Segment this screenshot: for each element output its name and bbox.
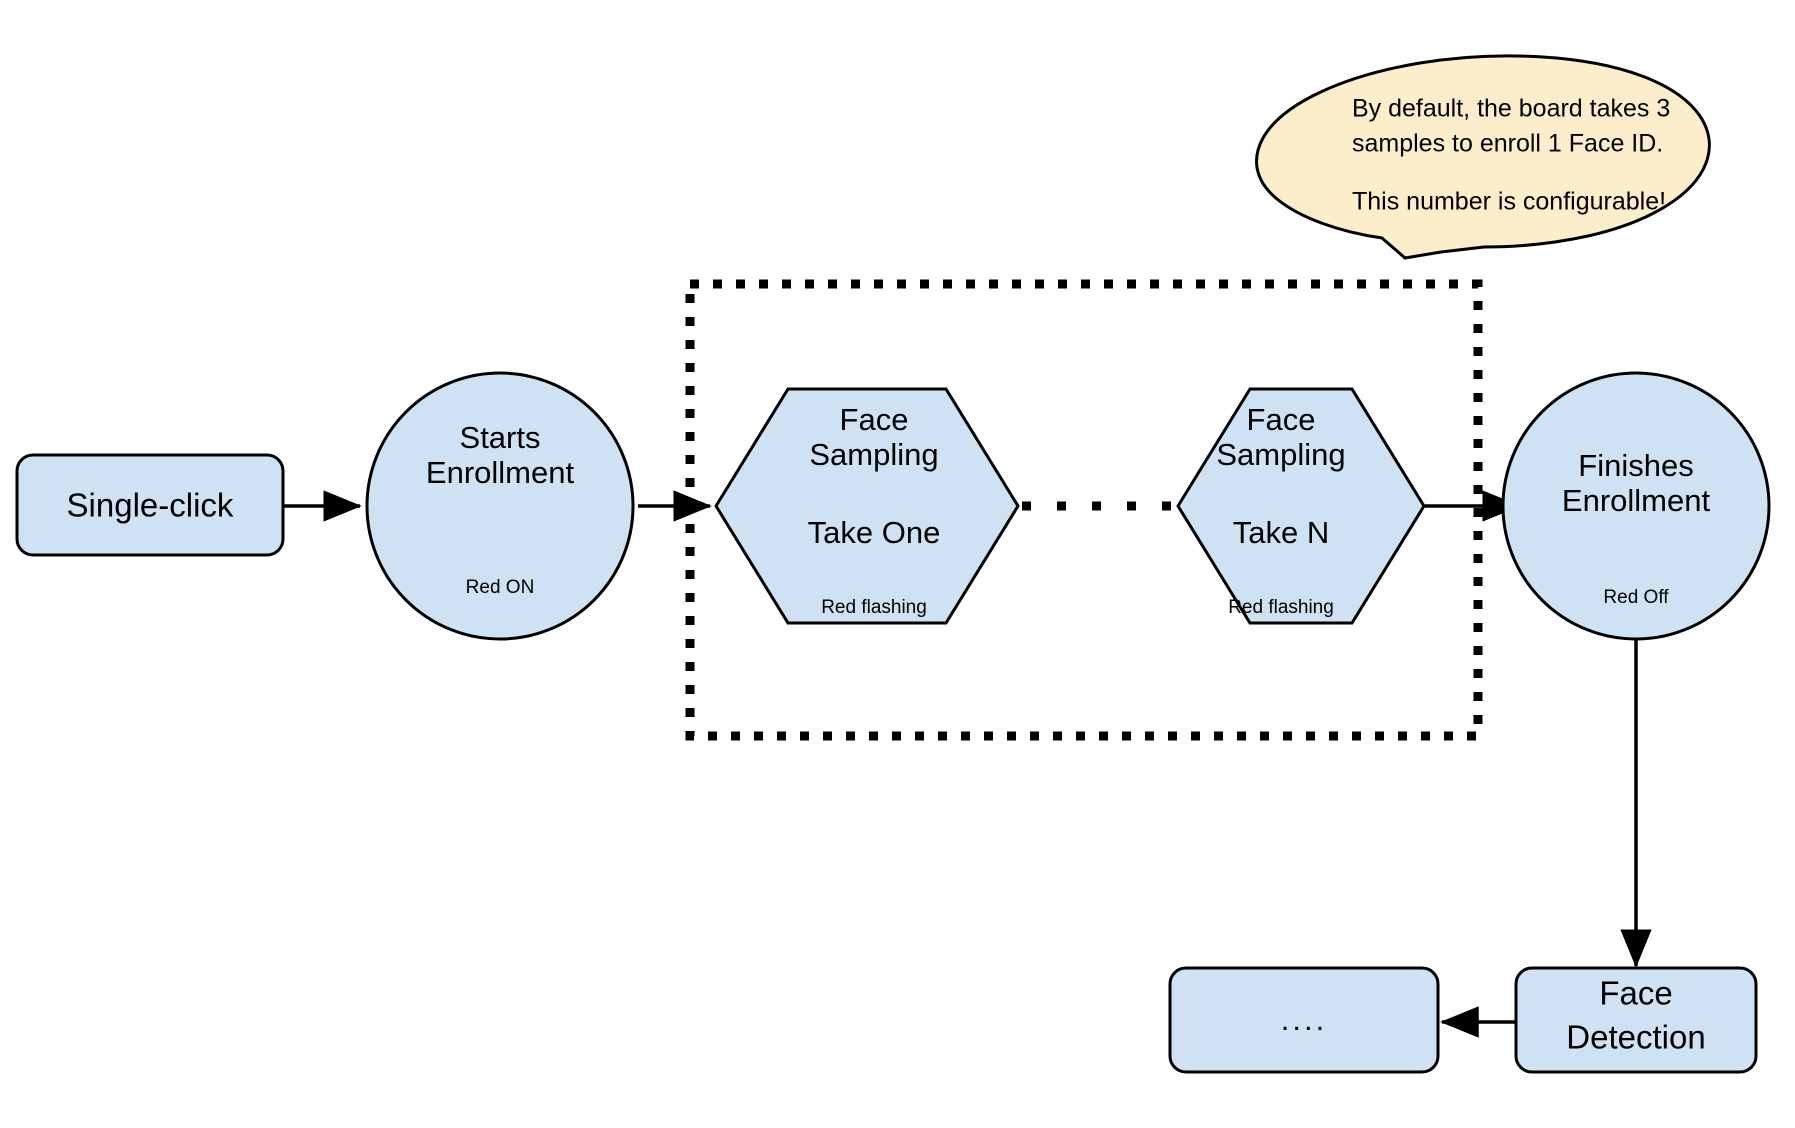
- face-sampling-one-status: Red flashing: [821, 597, 927, 618]
- node-finishes-enrollment[interactable]: Finishes Enrollment Red Off: [1501, 371, 1771, 641]
- callout-line3: This number is configurable!: [1352, 188, 1666, 216]
- face-sampling-one-line2: Sampling: [809, 437, 938, 472]
- face-sampling-n-status: Red flashing: [1228, 597, 1334, 618]
- face-sampling-n-take: Take N: [1233, 515, 1329, 550]
- callout-line2: samples to enroll 1 Face ID.: [1352, 130, 1663, 158]
- node-single-click[interactable]: Single-click: [15, 453, 285, 557]
- face-sampling-one-line1: Face: [840, 402, 909, 437]
- callout-bubble: By default, the board takes 3 samples to…: [1255, 54, 1711, 260]
- face-sampling-one-take: Take One: [808, 515, 941, 550]
- face-detection-line2: Detection: [1566, 1019, 1705, 1056]
- single-click-label: Single-click: [67, 487, 234, 524]
- continuation-label: ....: [1281, 1002, 1327, 1037]
- face-detection-line1: Face: [1599, 975, 1672, 1012]
- starts-enrollment-line1: Starts: [460, 420, 541, 455]
- finishes-enrollment-line2: Enrollment: [1562, 483, 1711, 518]
- face-sampling-n-line1: Face: [1247, 402, 1316, 437]
- node-face-sampling-one[interactable]: Face Sampling Take One Red flashing: [714, 387, 1020, 625]
- node-face-detection[interactable]: Face Detection: [1514, 966, 1758, 1074]
- starts-enrollment-status: Red ON: [466, 577, 535, 598]
- node-continuation[interactable]: ....: [1168, 966, 1440, 1074]
- node-face-sampling-n[interactable]: Face Sampling Take N Red flashing: [1176, 387, 1426, 625]
- node-starts-enrollment[interactable]: Starts Enrollment Red ON: [365, 371, 635, 641]
- finishes-enrollment-line1: Finishes: [1578, 448, 1693, 483]
- starts-enrollment-line2: Enrollment: [426, 455, 575, 490]
- face-sampling-n-line2: Sampling: [1216, 437, 1345, 472]
- finishes-enrollment-status: Red Off: [1603, 587, 1669, 608]
- callout-line1: By default, the board takes 3: [1352, 95, 1670, 123]
